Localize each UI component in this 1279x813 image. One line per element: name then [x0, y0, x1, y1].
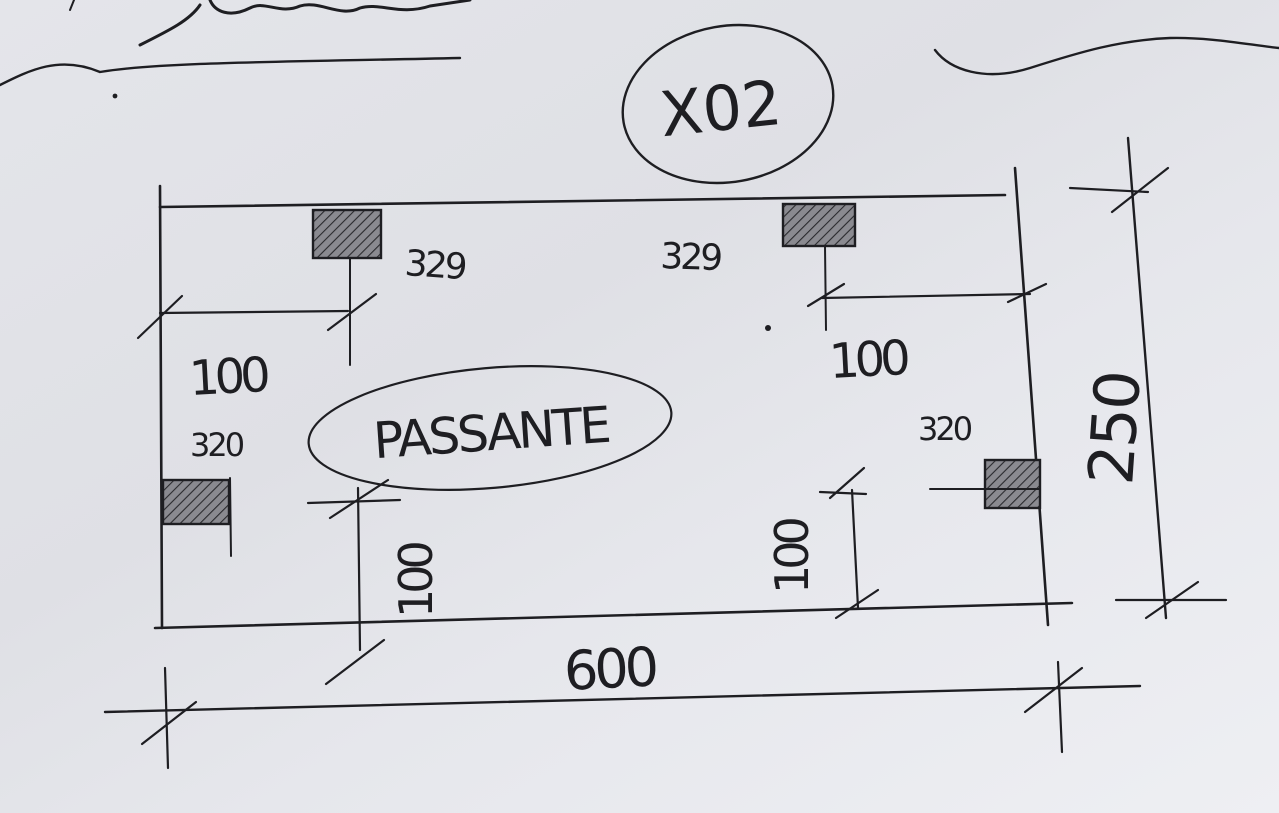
- offset-dimensions: 100 100 100 100: [136, 282, 1048, 686]
- socket-height-labels: 329 329 320 320: [190, 236, 975, 464]
- sheet-label-group: X02: [621, 23, 835, 185]
- offset-left-wall: 100: [389, 542, 443, 618]
- offset-top-left: 100: [188, 347, 270, 407]
- room-label: PASSANTE: [371, 396, 610, 470]
- room-label-ellipse: [307, 365, 673, 491]
- socket-left-wall-height: 320: [190, 426, 244, 464]
- sheet-label: X02: [657, 66, 785, 151]
- overall-height-label: 250: [1074, 370, 1155, 487]
- socket-top-left-height: 329: [403, 243, 467, 288]
- socket-left-wall: [161, 478, 231, 526]
- top-edge-scribbles: [0, 0, 1279, 331]
- socket-right-wall: [983, 458, 1042, 510]
- ink-dot: [112, 93, 118, 99]
- socket-top-right: [781, 202, 857, 248]
- wall-outline: [153, 166, 1074, 630]
- sockets: [161, 202, 1042, 557]
- socket-top-right-height: 329: [660, 236, 722, 279]
- ink-dot: [765, 325, 771, 331]
- socket-top-left: [311, 208, 383, 260]
- offset-top-right: 100: [828, 330, 910, 390]
- offset-right-wall: 100: [765, 518, 819, 594]
- overall-width-label: 600: [562, 635, 657, 703]
- socket-right-wall-height: 320: [918, 410, 972, 448]
- overall-width-dimension: 600: [103, 635, 1142, 770]
- sheet-label-ellipse: [621, 23, 835, 185]
- room-label-group: PASSANTE: [307, 365, 673, 491]
- overall-height-dimension: 250: [1068, 136, 1228, 620]
